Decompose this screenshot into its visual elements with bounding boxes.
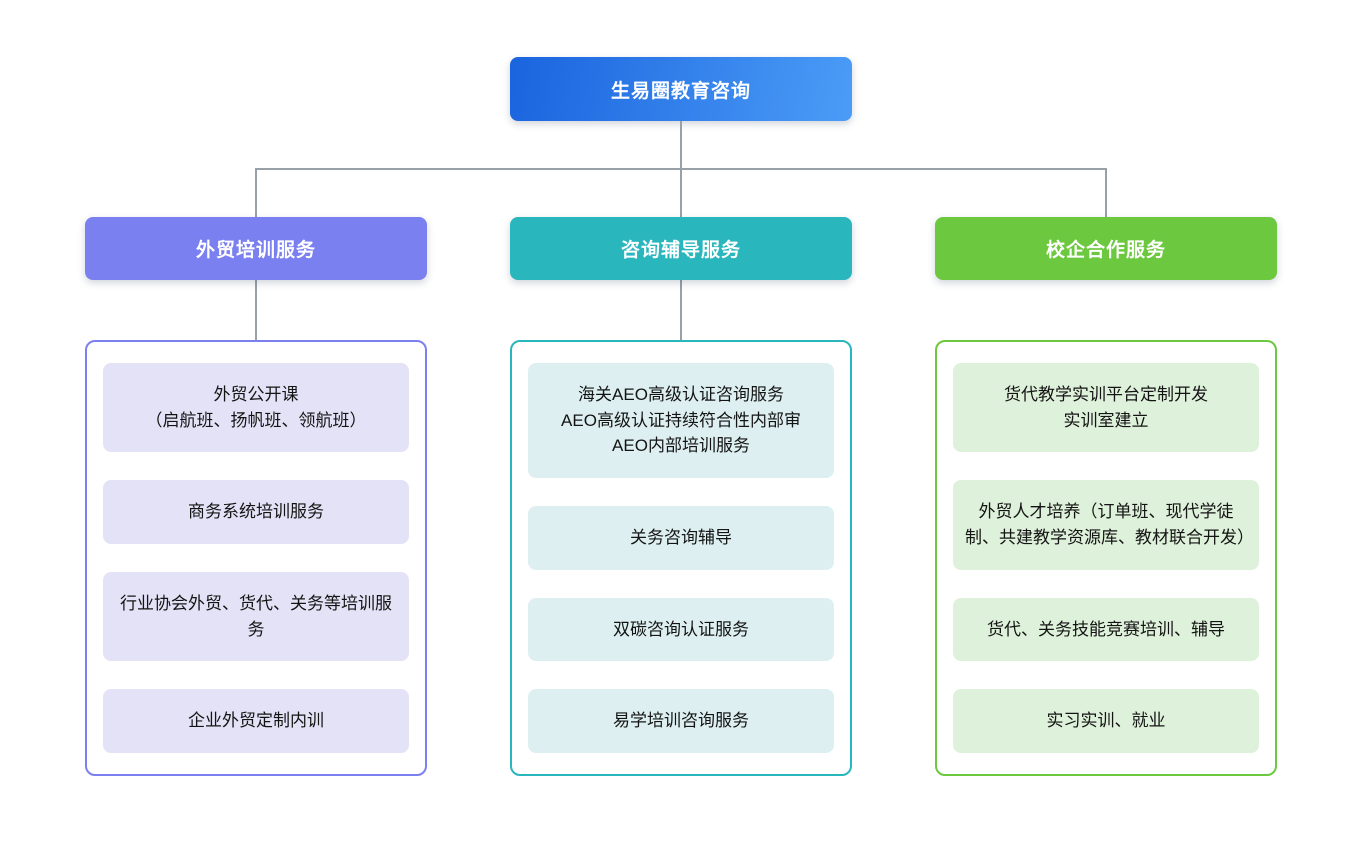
service-item: 外贸公开课 （启航班、扬帆班、领航班） (103, 363, 409, 453)
service-item: 商务系统培训服务 (103, 480, 409, 544)
connector-branch1-to-group (255, 280, 257, 341)
branch-group-foreign-trade-training: 外贸公开课 （启航班、扬帆班、领航班） 商务系统培训服务 行业协会外贸、货代、关… (85, 340, 427, 776)
service-item: 双碳咨询认证服务 (528, 597, 834, 662)
branch-label: 咨询辅导服务 (620, 240, 741, 261)
service-item-label: 关务咨询辅导 (630, 527, 732, 547)
branch-node-school-enterprise: 校企合作服务 (935, 217, 1277, 280)
connector-drop-branch-1 (255, 168, 257, 217)
service-item-label: 行业协会外贸、货代、关务等培训服务 (120, 594, 392, 639)
connector-drop-branch-3 (1105, 168, 1107, 217)
connector-root-down (680, 121, 682, 169)
connector-branch2-to-group (680, 280, 682, 341)
service-item: 货代教学实训平台定制开发 实训室建立 (953, 363, 1259, 453)
service-item-label: 外贸人才培养（订单班、现代学徒制、共建教学资源库、教材联合开发） (965, 502, 1254, 547)
service-item: 海关AEO高级认证咨询服务 AEO高级认证持续符合性内部审 AEO内部培训服务 (528, 363, 834, 478)
service-item: 实习实训、就业 (953, 689, 1259, 753)
service-item: 行业协会外贸、货代、关务等培训服务 (103, 572, 409, 662)
service-item-label: 货代教学实训平台定制开发 实训室建立 (1004, 385, 1208, 430)
service-item-label: 易学培训咨询服务 (613, 711, 749, 731)
service-item-label: 海关AEO高级认证咨询服务 AEO高级认证持续符合性内部审 AEO内部培训服务 (561, 385, 801, 456)
branch-label: 校企合作服务 (1045, 240, 1166, 261)
service-item-label: 企业外贸定制内训 (188, 711, 324, 731)
service-item-label: 商务系统培训服务 (188, 502, 324, 522)
branch-group-consulting-coaching: 海关AEO高级认证咨询服务 AEO高级认证持续符合性内部审 AEO内部培训服务 … (510, 340, 852, 776)
branch-node-consulting-coaching: 咨询辅导服务 (510, 217, 852, 280)
service-item-label: 货代、关务技能竞赛培训、辅导 (987, 619, 1225, 639)
service-item: 外贸人才培养（订单班、现代学徒制、共建教学资源库、教材联合开发） (953, 480, 1259, 570)
root-node-label: 生易圈教育咨询 (610, 80, 751, 102)
service-item: 货代、关务技能竞赛培训、辅导 (953, 597, 1259, 662)
service-item-label: 双碳咨询认证服务 (613, 619, 749, 639)
branch-group-school-enterprise: 货代教学实训平台定制开发 实训室建立 外贸人才培养（订单班、现代学徒制、共建教学… (935, 340, 1277, 776)
branch-node-foreign-trade-training: 外贸培训服务 (85, 217, 427, 280)
branch-label: 外贸培训服务 (195, 240, 316, 261)
service-item-label: 外贸公开课 （启航班、扬帆班、领航班） (145, 385, 367, 430)
service-item-label: 实习实训、就业 (1046, 711, 1166, 731)
service-item: 企业外贸定制内训 (103, 689, 409, 753)
connector-drop-branch-2 (680, 168, 682, 217)
service-item: 易学培训咨询服务 (528, 689, 834, 753)
service-item: 关务咨询辅导 (528, 505, 834, 570)
root-node: 生易圈教育咨询 (510, 57, 852, 121)
